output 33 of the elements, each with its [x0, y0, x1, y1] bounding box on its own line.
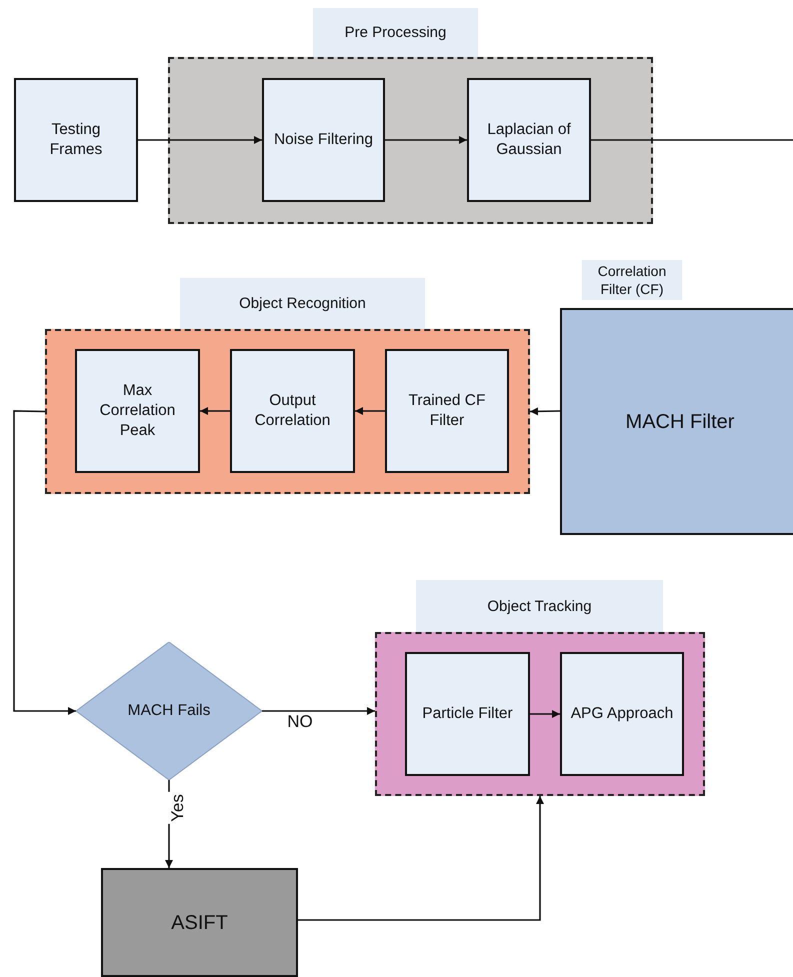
- arrow: [355, 407, 385, 415]
- group-heading-tab: Object Recognition: [180, 278, 425, 329]
- node-label: MACH Fails: [126, 700, 212, 721]
- node-label: Laplacian of Gaussian: [486, 120, 572, 160]
- process-box: [405, 652, 530, 776]
- node-label: APG Approach: [570, 704, 674, 724]
- node-label: Testing Frames: [48, 120, 104, 160]
- process-box: [262, 78, 385, 202]
- node-label: Max Correlation Peak: [98, 380, 176, 442]
- arrow: [262, 707, 375, 715]
- arrow: [138, 136, 262, 144]
- arrow: [530, 710, 560, 718]
- group-heading-tab: Pre Processing: [313, 8, 478, 57]
- arrow: [530, 407, 560, 416]
- process-box: [101, 868, 298, 977]
- node-label: Trained CF Filter: [408, 390, 486, 431]
- node-label: Particle Filter: [421, 704, 514, 724]
- process-box: [14, 78, 138, 202]
- arrow: [298, 796, 544, 921]
- process-box: [385, 349, 509, 473]
- arrow: [200, 407, 230, 415]
- process-box: [560, 652, 684, 776]
- arrow: [13, 410, 76, 715]
- node-label: MACH Filter: [624, 410, 736, 434]
- caption-tab: Correlation Filter (CF): [582, 260, 682, 300]
- node-label: Output Correlation: [254, 390, 332, 431]
- process-box: [230, 349, 355, 473]
- arrow: [385, 136, 467, 144]
- group-heading-tab: Object Tracking: [416, 580, 663, 632]
- process-box: [467, 78, 591, 202]
- process-box: [75, 349, 200, 473]
- node-label: ASIFT: [170, 910, 229, 936]
- node-label: Noise Filtering: [272, 130, 374, 150]
